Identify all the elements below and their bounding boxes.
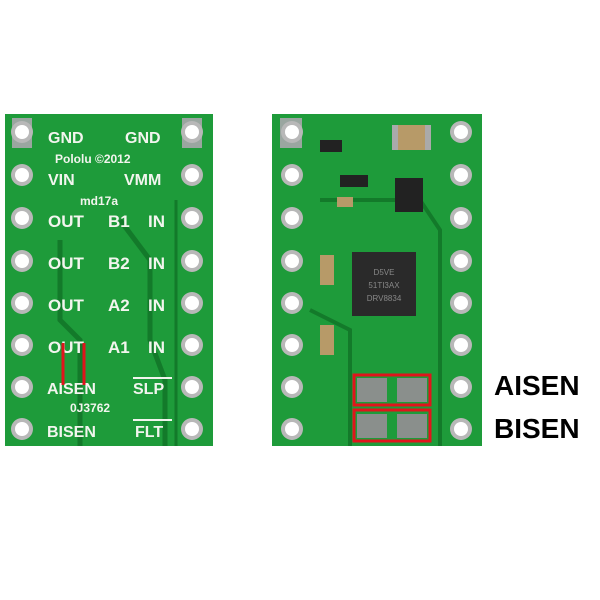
pin-hole	[15, 125, 29, 139]
pin-hole	[15, 254, 29, 268]
pin-hole	[454, 168, 468, 182]
label-in: IN	[148, 254, 165, 273]
pin-hole	[454, 422, 468, 436]
resistor	[320, 140, 342, 152]
label-gnd-right: GND	[125, 130, 161, 147]
pin-hole	[15, 380, 29, 394]
pin-hole	[185, 422, 199, 436]
pin-hole	[285, 338, 299, 352]
label-b1: B1	[108, 212, 130, 231]
label-a1: A1	[108, 338, 130, 357]
pin-hole	[454, 380, 468, 394]
chip-marking: DRV8834	[367, 294, 402, 303]
bisen-highlight	[352, 408, 432, 443]
front-board: D5VE 51TI3AX DRV8834	[272, 114, 482, 446]
label-a2: A2	[108, 296, 130, 315]
label-in: IN	[148, 338, 165, 357]
chip-marking: D5VE	[374, 268, 395, 277]
label-aisen: AISEN	[47, 381, 96, 398]
pin-hole	[285, 125, 299, 139]
label-slp: SLP	[133, 381, 164, 398]
label-out: OUT	[48, 212, 85, 231]
label-flt: FLT	[135, 424, 163, 441]
pin-hole	[285, 380, 299, 394]
pin-hole	[454, 211, 468, 225]
label-in: IN	[148, 212, 165, 231]
label-out: OUT	[48, 338, 85, 357]
pin-hole	[15, 296, 29, 310]
label-out: OUT	[48, 254, 85, 273]
label-b2: B2	[108, 254, 130, 273]
pin-hole	[185, 125, 199, 139]
diode	[340, 175, 368, 187]
pin-hole	[454, 338, 468, 352]
aisen-highlight	[352, 373, 432, 407]
pin-hole	[454, 125, 468, 139]
pin-hole	[185, 254, 199, 268]
pin-hole	[285, 168, 299, 182]
pin-hole	[185, 296, 199, 310]
label-vin: VIN	[48, 172, 75, 189]
pin-hole	[285, 211, 299, 225]
pin-hole	[185, 211, 199, 225]
pin-hole	[185, 380, 199, 394]
label-vmm: VMM	[124, 172, 161, 189]
label-part-number: 0J3762	[70, 401, 110, 415]
label-bisen: BISEN	[47, 424, 96, 441]
pin-hole	[454, 254, 468, 268]
callout-aisen: AISEN	[494, 370, 580, 401]
transistor	[395, 178, 423, 212]
pin-hole	[15, 211, 29, 225]
callout-bisen: BISEN	[494, 413, 580, 444]
pin-hole	[285, 296, 299, 310]
label-in: IN	[148, 296, 165, 315]
label-out: OUT	[48, 296, 85, 315]
pin-hole	[15, 338, 29, 352]
chip-marking: 51TI3AX	[368, 281, 400, 290]
capacitor	[395, 125, 428, 150]
driver-chip	[352, 252, 416, 316]
pin-hole	[185, 168, 199, 182]
label-brand: Pololu ©2012	[55, 152, 131, 166]
pin-hole	[454, 296, 468, 310]
pin-hole	[285, 254, 299, 268]
back-board: GND GND Pololu ©2012 VIN VMM md17a OUT B…	[5, 114, 213, 446]
pin-hole	[285, 422, 299, 436]
pin-hole	[185, 338, 199, 352]
label-gnd-left: GND	[48, 130, 84, 147]
pin-hole	[15, 422, 29, 436]
pin-hole	[15, 168, 29, 182]
label-model: md17a	[80, 194, 118, 208]
